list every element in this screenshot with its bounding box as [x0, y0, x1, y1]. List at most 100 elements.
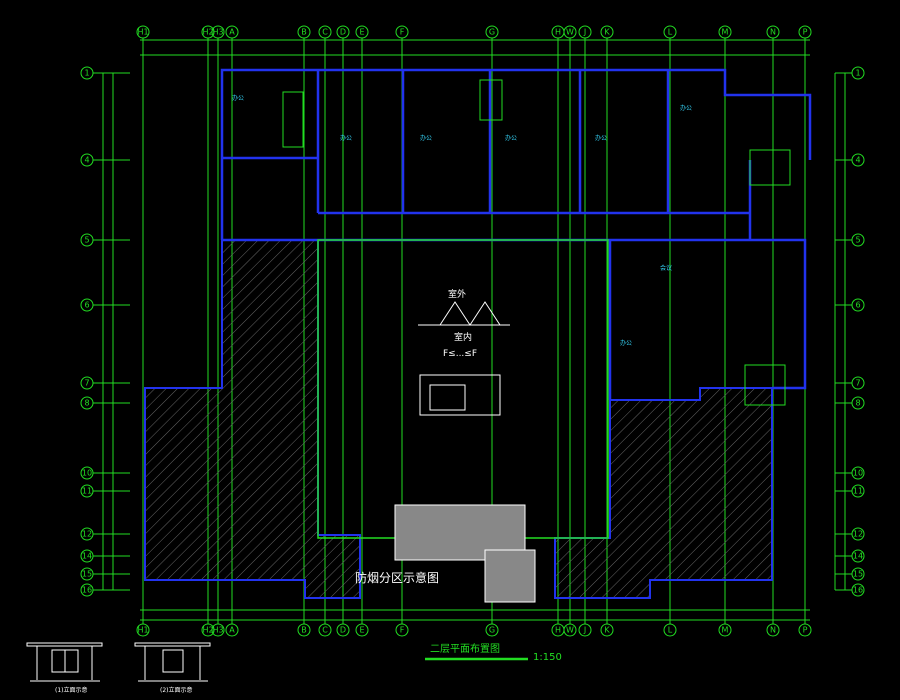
svg-text:办公: 办公	[340, 134, 352, 142]
grid-row-label: 1	[855, 69, 860, 78]
elevation-2-label: (2)立面示意	[160, 686, 193, 694]
grid-column-bubble	[600, 623, 614, 637]
dimension-lines	[102, 39, 846, 621]
grid-row-bubble	[80, 484, 94, 498]
grid-column-label: M	[722, 626, 729, 635]
grid-row-bubble	[80, 549, 94, 563]
grid-column-label: H	[555, 28, 561, 37]
grid-column-bubble	[136, 623, 150, 637]
grid-column-bubble	[485, 623, 499, 637]
svg-text:办公: 办公	[620, 339, 632, 347]
svg-text:办公: 办公	[505, 134, 517, 142]
grid-row-bubble	[80, 298, 94, 312]
grid-row-label: 1	[84, 69, 89, 78]
grid-column-label: F	[400, 28, 405, 37]
grid-column-label: C	[322, 626, 328, 635]
grid-row-label: 11	[82, 487, 92, 496]
grid-row-bubble	[851, 527, 865, 541]
grid-column-bubble	[563, 25, 577, 39]
grid-row-label: 12	[853, 530, 863, 539]
grid-column-label: A	[229, 28, 235, 37]
grid-column-bubble	[395, 623, 409, 637]
grid-row-bubble	[80, 396, 94, 410]
grid-row-label: 7	[84, 379, 89, 388]
grid-column-bubble	[225, 25, 239, 39]
grid-column-label: J	[583, 626, 586, 635]
grid-column-bubble	[718, 25, 732, 39]
grid-column-bubble	[395, 25, 409, 39]
grid-row-label: 4	[84, 156, 89, 165]
elevation-2	[134, 642, 211, 682]
grid-column-bubble	[355, 623, 369, 637]
svg-text:办公: 办公	[595, 134, 607, 142]
grid-column-bubble	[718, 623, 732, 637]
drawing-scale: 1:150	[533, 652, 562, 663]
grid-column-bubble	[663, 25, 677, 39]
grid-column-bubble	[318, 25, 332, 39]
building-walls	[220, 68, 812, 539]
grid-column-bubble	[798, 623, 812, 637]
grid-column-label: G	[489, 626, 495, 635]
grid-row-label: 16	[853, 586, 863, 595]
grid-row-bubble	[851, 567, 865, 581]
grid-column-label: N	[770, 28, 776, 37]
grid-column-label: D	[340, 626, 346, 635]
room-labels: 办公办公 办公办公 办公办公 会议办公	[232, 94, 692, 347]
elevation-1-label: (1)立面示意	[55, 686, 88, 694]
inside-label: 室内	[454, 331, 472, 343]
grid-column-bubble	[578, 623, 592, 637]
grid-column-label: L	[668, 626, 673, 635]
grid-row-bubble	[80, 233, 94, 247]
grid-row-label: 8	[84, 399, 89, 408]
grid-column-label: W	[566, 28, 574, 37]
grid-row-bubble	[80, 66, 94, 80]
svg-text:会议: 会议	[660, 264, 672, 272]
grid-row-bubble	[80, 583, 94, 597]
grid-column-label: H2	[202, 626, 213, 635]
smoke-zone-label: 防烟分区示意图	[355, 570, 439, 585]
grid-column-bubble	[136, 25, 150, 39]
grid-column-label: K	[604, 28, 610, 37]
grid-row-bubble	[80, 567, 94, 581]
grid-row-bubble	[851, 298, 865, 312]
grid-column-bubble	[336, 25, 350, 39]
smoke-zones	[144, 239, 773, 599]
grid-column-label: H1	[137, 28, 148, 37]
grid-column-bubble	[563, 623, 577, 637]
outside-label: 室外	[448, 288, 466, 300]
grid-row-label: 10	[853, 469, 863, 478]
grid-column-bubble	[798, 25, 812, 39]
grid-column-bubble	[766, 623, 780, 637]
grid-column-bubble	[225, 623, 239, 637]
grid-row-bubble	[80, 153, 94, 167]
grid-column-label: H1	[137, 626, 148, 635]
grid-column-label: B	[301, 626, 307, 635]
grid-column-label: D	[340, 28, 346, 37]
svg-text:办公: 办公	[680, 104, 692, 112]
grid-row-bubble	[851, 549, 865, 563]
grid-column-bubble	[297, 25, 311, 39]
grid-column-bubble	[766, 25, 780, 39]
grid-column-bubble	[663, 623, 677, 637]
grid-row-bubble	[80, 376, 94, 390]
grid-row-label: 10	[82, 469, 92, 478]
grid-row-label: 11	[853, 487, 863, 496]
grid-row-bubble	[851, 66, 865, 80]
grid-row-label: 7	[855, 379, 860, 388]
grid-row-bubble	[80, 466, 94, 480]
grid-column-label: A	[229, 626, 235, 635]
formula-label: F≤...≤F	[443, 349, 477, 359]
grid-row-label: 5	[84, 236, 89, 245]
grid-row-label: 5	[855, 236, 860, 245]
grid-column-label: H3	[212, 626, 223, 635]
drawing-title: 二层平面布置图	[430, 643, 500, 655]
grid-row-bubble	[851, 396, 865, 410]
grid-column-bubble	[211, 25, 225, 39]
grid-row-label: 16	[82, 586, 92, 595]
grid-row-bubble	[851, 233, 865, 247]
grid-column-label: H2	[202, 28, 213, 37]
grid-row-label: 14	[853, 552, 863, 561]
grid-row-bubble	[851, 583, 865, 597]
